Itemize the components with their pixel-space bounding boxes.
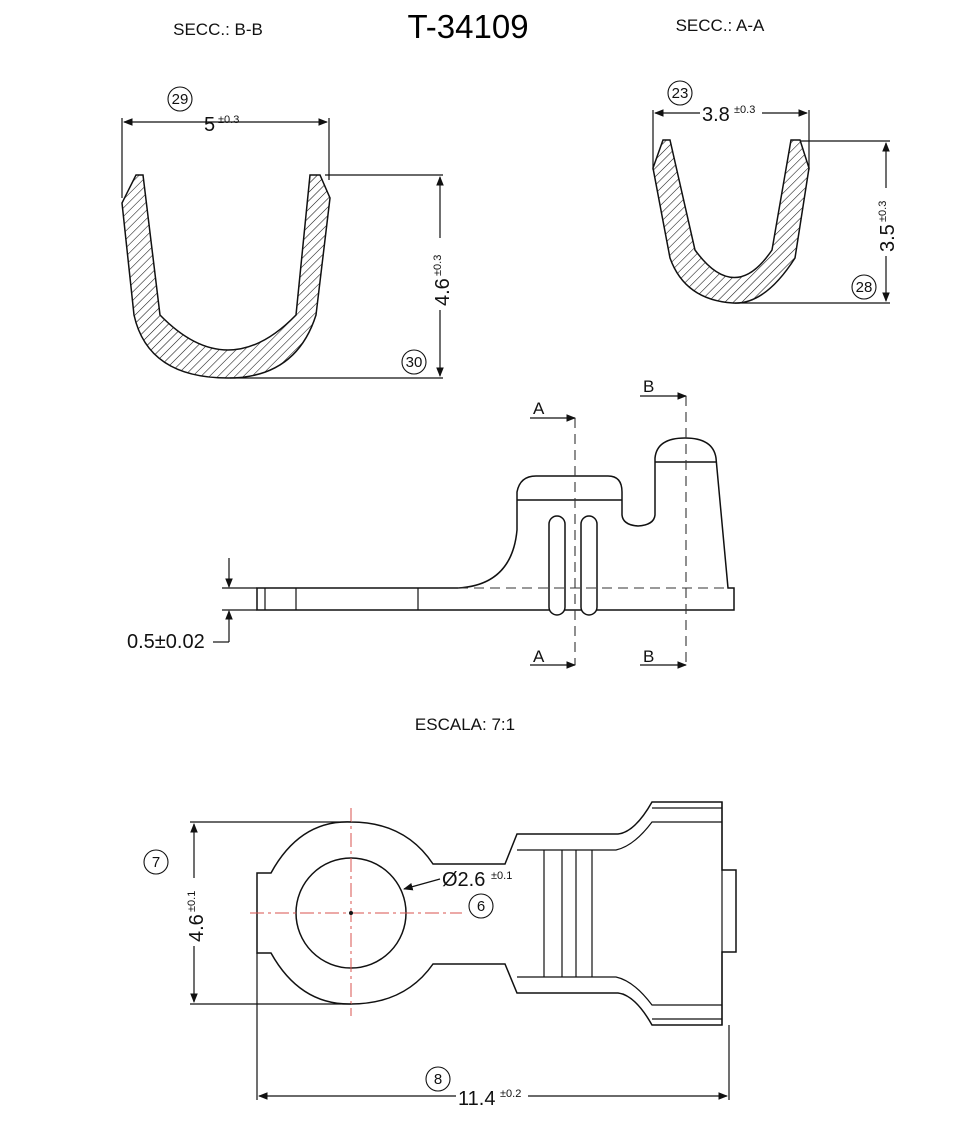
section-bb-view: 5 ±0.3 4.6 ±0.3 29 30 [121,86,454,379]
side-view: A A B B 0.5±0.02 [127,377,735,669]
cut-b-top-label: B [643,377,654,396]
section-aa-width-value: 3.8 [702,104,730,126]
section-bb-height-value: 4.6 [432,278,454,306]
section-aa-height-value: 3.5 [877,224,899,252]
section-aa-height-tol: ±0.3 [877,201,889,222]
section-aa-label: SECC.: A-A [676,16,765,35]
side-view-rib-1 [548,515,566,616]
section-bb-width-tol: ±0.3 [218,114,239,126]
top-width-value: 4.6 [186,914,208,942]
drawing-title: T-34109 [407,8,528,45]
balloon-29-label: 29 [172,91,189,108]
balloon-23 [667,80,693,106]
scale-label: ESCALA: 7:1 [415,715,515,734]
balloon-28 [851,274,877,300]
section-bb-profile [121,174,331,379]
balloon-23-label: 23 [672,85,689,102]
section-aa-width-tol: ±0.3 [734,104,755,116]
balloon-6 [468,893,494,919]
length-tol: ±0.2 [500,1088,521,1100]
cut-a-bottom-label: A [533,647,545,666]
balloon-7 [143,849,169,875]
thickness-dim: 0.5±0.02 [127,631,205,653]
side-view-body [256,437,735,611]
diameter-tol: ±0.1 [491,870,512,882]
balloon-6-label: 6 [477,898,485,915]
section-aa-view: 3.8 ±0.3 3.5 ±0.3 23 28 [652,80,899,304]
cut-b-bottom-label: B [643,647,654,666]
balloon-30 [401,349,427,375]
balloon-8 [425,1066,451,1092]
top-width-tol: ±0.1 [186,891,198,912]
cut-a-top-label: A [533,399,545,418]
top-view: Ø2.6 ±0.1 4.6 ±0.1 11.4 ±0.2 7 8 6 [143,801,737,1110]
side-view-rib-2 [580,515,598,616]
balloon-8-label: 8 [434,1071,442,1088]
balloon-28-label: 28 [856,279,873,296]
section-bb-label: SECC.: B-B [173,20,263,39]
section-bb-height-tol: ±0.3 [432,255,444,276]
balloon-29 [167,86,193,112]
balloon-30-label: 30 [406,354,423,371]
length-value: 11.4 [458,1088,495,1110]
section-bb-width-value: 5 [204,114,215,136]
section-aa-profile [652,139,810,304]
diameter-dim: Ø2.6 [442,869,485,891]
balloon-7-label: 7 [152,854,160,871]
